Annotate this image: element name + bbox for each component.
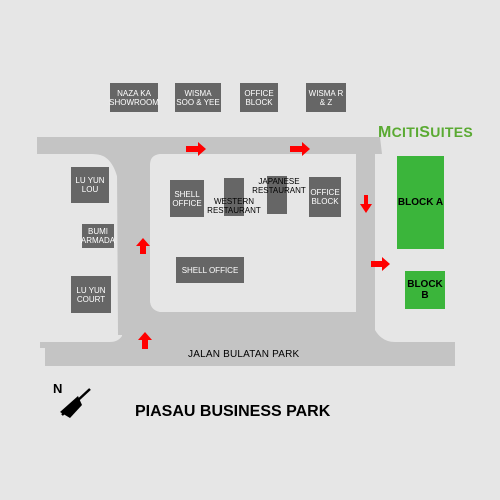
- block-a[interactable]: BLOCK A: [397, 156, 444, 249]
- arrow-east-3: [371, 257, 390, 271]
- arrow-east-2: [290, 142, 310, 156]
- building-wisma-rz: WISMA R & Z: [306, 83, 346, 112]
- traffic-arrows: [136, 142, 390, 349]
- building-bumi-armada: BUMI ARMADA: [81, 224, 115, 248]
- road-curve-right: [356, 330, 395, 342]
- right-road: [356, 137, 375, 347]
- north-arrow-icon: [60, 388, 91, 418]
- building-japanese-restaurant-block: [267, 176, 287, 214]
- building-shell-office-2: SHELL OFFICE: [176, 257, 244, 283]
- building-office-block-top: OFFICE BLOCK: [240, 83, 278, 112]
- arrow-south: [360, 195, 372, 213]
- north-label: N: [53, 381, 63, 396]
- arrow-north-2: [138, 332, 152, 349]
- left-road: [92, 137, 134, 335]
- label-western-restaurant: WESTERN RESTAURANT: [207, 197, 261, 215]
- arrow-east-1: [186, 142, 206, 156]
- road-label: JALAN BULATAN PARK: [188, 349, 300, 360]
- page-title: PIASAU BUSINESS PARK: [135, 403, 331, 420]
- building-western-restaurant-block: [224, 178, 244, 216]
- block-b[interactable]: BLOCK B: [405, 271, 445, 309]
- building-shell-office-1: SHELL OFFICE: [170, 180, 204, 217]
- arrow-north-1: [136, 238, 150, 254]
- building-lu-yun-court: LU YUN COURT: [71, 276, 111, 313]
- jalan-bulatan-park-road: [45, 342, 455, 366]
- mciti-suites-logo: MCITISUITES: [378, 124, 474, 141]
- label-japanese-restaurant: JAPANESE RESTAURANT: [252, 177, 306, 195]
- building-naza-showroom: NAZA KA SHOWROOM: [109, 83, 159, 112]
- inner-bottom-road: [134, 312, 364, 330]
- building-lu-yun-lou: LU YUN LOU: [71, 167, 109, 203]
- building-office-block-inner: OFFICE BLOCK: [309, 177, 341, 217]
- building-wisma-soo-yee: WISMA SOO & YEE: [175, 83, 221, 112]
